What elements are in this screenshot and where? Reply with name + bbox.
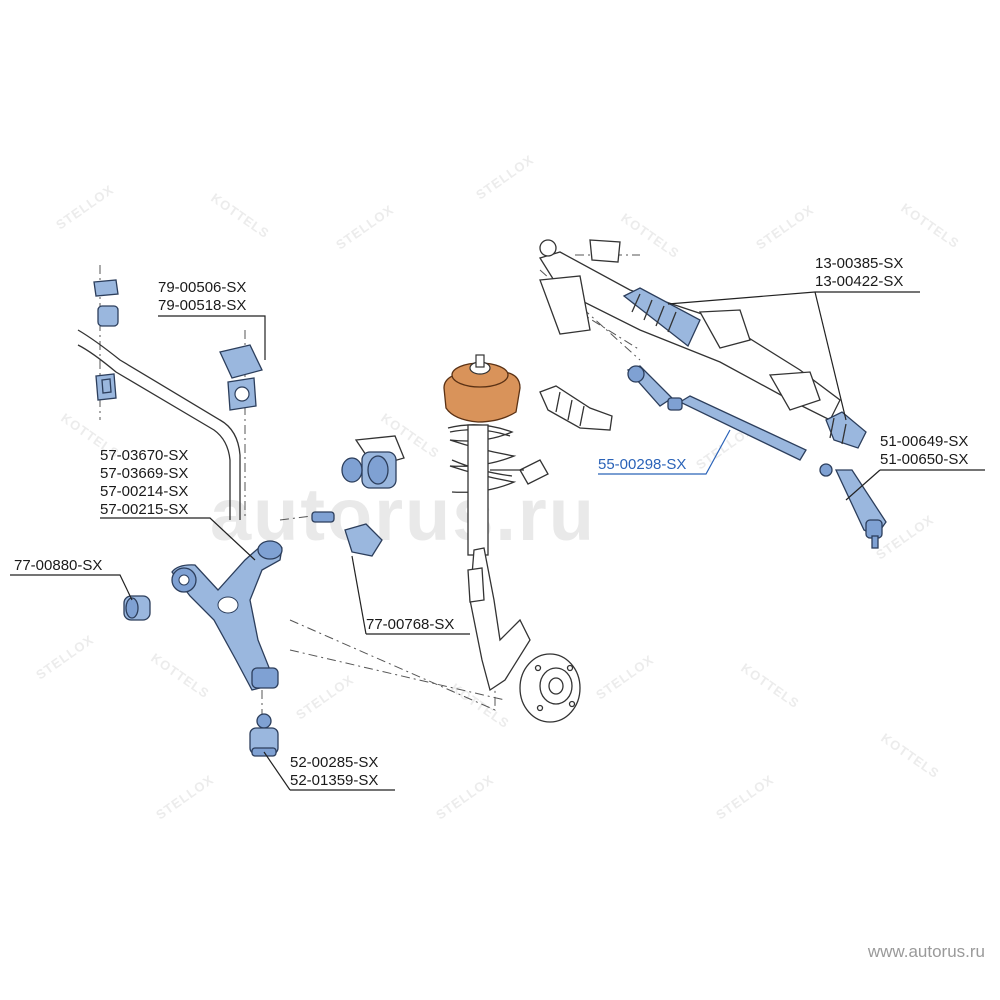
stabilizer-bar — [77, 329, 241, 520]
stabilizer-link-parts — [93, 279, 119, 401]
part-number-label-highlighted: 55-00298-SX — [598, 456, 686, 473]
part-number-label: 13-00385-SX — [815, 255, 903, 272]
strut-mount — [443, 354, 521, 423]
watermark-brand: KOTTELS — [738, 660, 802, 711]
watermark-brand: STELLOX — [593, 652, 656, 703]
ball-joint — [249, 713, 279, 757]
part-number-label: 77-00768-SX — [366, 616, 454, 633]
drive-shaft-joint — [539, 385, 613, 431]
watermark-brand: KOTTELS — [618, 210, 682, 261]
watermark-brand: KOTTELS — [148, 650, 212, 701]
part-labels: 79-00506-SX 79-00518-SX 57-03670-SX 57-0… — [14, 255, 968, 789]
part-number-label: 52-00285-SX — [290, 754, 378, 771]
watermark-brand: STELLOX — [473, 152, 536, 203]
coil-spring — [447, 424, 517, 556]
arm-bushing — [123, 595, 151, 621]
footer-url: www.autorus.ru — [867, 942, 985, 961]
part-number-label: 51-00650-SX — [880, 451, 968, 468]
watermark-brand: KOTTELS — [898, 200, 962, 251]
part-number-label: 57-03670-SX — [100, 447, 188, 464]
watermark-brand: STELLOX — [33, 632, 96, 683]
part-number-label: 13-00422-SX — [815, 273, 903, 290]
rack-boot — [622, 287, 867, 449]
leader-lines — [10, 291, 985, 791]
watermark-brand: STELLOX — [53, 182, 116, 233]
watermark-brand: KOTTELS — [878, 730, 942, 781]
watermark-brand: STELLOX — [293, 672, 356, 723]
watermark-brand: STELLOX — [333, 202, 396, 253]
steering-knuckle — [467, 459, 549, 692]
watermark-brand: STELLOX — [153, 772, 216, 823]
part-number-label: 79-00506-SX — [158, 279, 246, 296]
stabilizer-bushing — [219, 344, 263, 411]
rear-bushing-bracket — [311, 435, 405, 557]
watermark-brand: STELLOX — [433, 772, 496, 823]
watermark-brand: KOTTELS — [208, 190, 272, 241]
wheel-hub — [519, 653, 581, 723]
watermark-brand: STELLOX — [753, 202, 816, 253]
tie-rod — [626, 365, 807, 461]
part-number-label: 57-00214-SX — [100, 483, 188, 500]
part-number-label: 57-00215-SX — [100, 501, 188, 518]
watermark-brand: KOTTELS — [448, 680, 512, 731]
part-number-label: 51-00649-SX — [880, 433, 968, 450]
part-number-label: 79-00518-SX — [158, 297, 246, 314]
part-number-label: 57-03669-SX — [100, 465, 188, 482]
part-number-label: 77-00880-SX — [14, 557, 102, 574]
part-number-label: 52-01359-SX — [290, 772, 378, 789]
tie-rod-end — [819, 463, 887, 549]
lower-control-arm — [171, 540, 283, 691]
watermark-brand: STELLOX — [713, 772, 776, 823]
